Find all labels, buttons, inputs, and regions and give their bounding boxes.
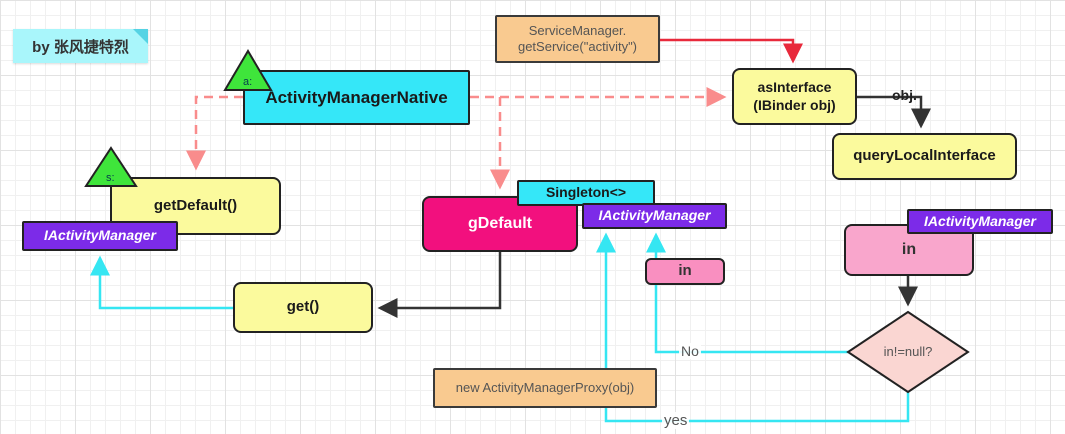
edge-label-obj: obj. bbox=[892, 87, 917, 103]
edge-label-no: No bbox=[679, 343, 701, 359]
edge-asinterface-to-querylocalinterface bbox=[857, 95, 931, 129]
triangle-marker-s: s: bbox=[84, 146, 138, 187]
as-interface-line2: (IBinder obj) bbox=[753, 96, 836, 113]
iactivity-manager-left-label: IActivityManager bbox=[43, 227, 157, 244]
activity-manager-native-node[interactable]: ActivityManagerNative bbox=[243, 70, 470, 125]
triangle-marker-a: a: bbox=[223, 49, 273, 91]
service-manager-line2: getService("activity") bbox=[517, 39, 638, 54]
get-default-label: getDefault() bbox=[153, 196, 238, 214]
service-manager-node[interactable]: ServiceManager. getService("activity") bbox=[495, 15, 660, 63]
note-fold-corner bbox=[133, 29, 148, 44]
edge-label-yes: yes bbox=[662, 412, 690, 429]
edge-get-to-iactivitymanager bbox=[90, 255, 233, 310]
iactivity-manager-mid-node[interactable]: IActivityManager bbox=[582, 203, 727, 229]
author-note-text: by 张风捷特烈 bbox=[32, 38, 129, 56]
edge-servicemanager-to-asinterface bbox=[660, 38, 803, 64]
query-local-interface-label: queryLocalInterface bbox=[853, 147, 996, 165]
triangle-a-label: a: bbox=[243, 76, 252, 88]
edge-gdefault-to-get bbox=[377, 252, 502, 318]
in-right-label: in bbox=[901, 241, 917, 258]
g-default-label: gDefault bbox=[468, 215, 532, 232]
triangle-s-label: s: bbox=[106, 172, 115, 184]
in-mid-label: in bbox=[678, 262, 692, 280]
as-interface-node[interactable]: asInterface (IBinder obj) bbox=[732, 68, 857, 125]
new-proxy-node[interactable]: new ActivityManagerProxy(obj) bbox=[433, 368, 657, 408]
service-manager-line1: ServiceManager. bbox=[528, 22, 627, 38]
author-note: by 张风捷特烈 bbox=[13, 29, 148, 63]
new-proxy-label: new ActivityManagerProxy(obj) bbox=[455, 379, 635, 395]
in-mid-node[interactable]: in bbox=[645, 258, 725, 285]
edge-amn-to-getdefault bbox=[186, 95, 243, 171]
activity-manager-native-label: ActivityManagerNative bbox=[265, 87, 448, 107]
singleton-label: Singleton<> bbox=[545, 184, 627, 201]
null-check-diamond[interactable] bbox=[846, 310, 970, 394]
iactivity-manager-right-label: IActivityManager bbox=[923, 212, 1037, 229]
get-label: get() bbox=[286, 298, 320, 316]
get-node[interactable]: get() bbox=[233, 282, 373, 333]
iactivity-manager-right-node[interactable]: IActivityManager bbox=[907, 209, 1053, 234]
null-check-label: in!=null? bbox=[883, 344, 933, 359]
iactivity-manager-left-node[interactable]: IActivityManager bbox=[22, 221, 178, 251]
iactivity-manager-mid-label: IActivityManager bbox=[598, 207, 711, 224]
edge-no-path bbox=[646, 232, 848, 354]
query-local-interface-node[interactable]: queryLocalInterface bbox=[832, 133, 1017, 180]
as-interface-line1: asInterface bbox=[757, 79, 832, 95]
edge-yes-path bbox=[596, 232, 910, 423]
